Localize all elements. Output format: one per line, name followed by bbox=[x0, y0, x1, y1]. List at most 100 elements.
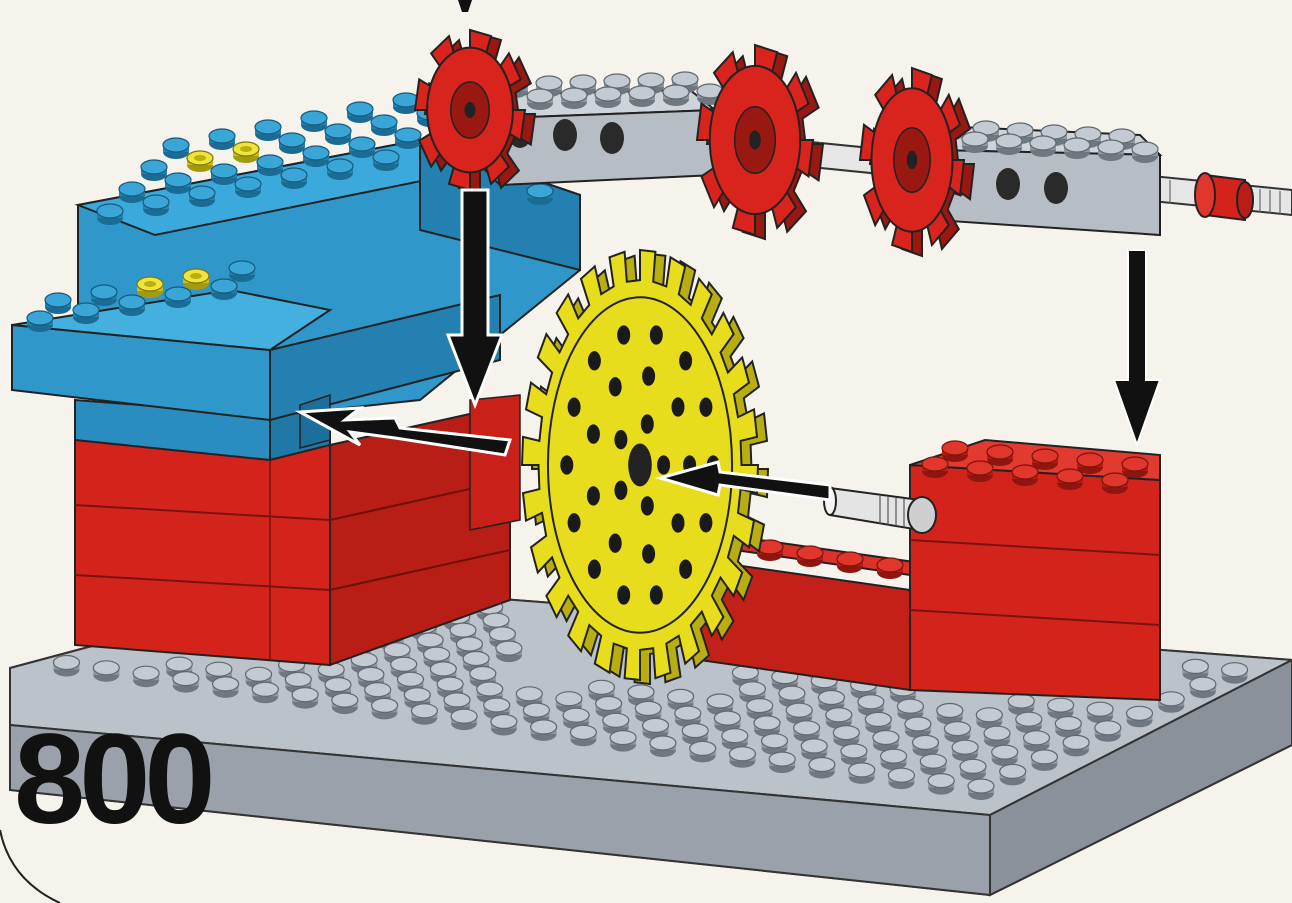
baseplate-stud bbox=[913, 735, 939, 756]
gear-axle-hole bbox=[907, 151, 917, 169]
baseplate-stud bbox=[881, 749, 907, 770]
baseplate-stud bbox=[610, 731, 636, 752]
gear-axle-hole bbox=[749, 131, 761, 150]
blue-stud bbox=[189, 186, 215, 207]
red-stud bbox=[1057, 469, 1083, 490]
red-stud bbox=[1102, 473, 1128, 494]
baseplate-stud bbox=[133, 666, 159, 687]
beam-stud bbox=[1132, 142, 1158, 163]
red-stud bbox=[987, 445, 1013, 466]
red-stud bbox=[797, 546, 823, 567]
baseplate-stud bbox=[944, 722, 970, 743]
beam-stud bbox=[527, 89, 553, 110]
baseplate-stud bbox=[531, 720, 557, 741]
gear-hole bbox=[657, 455, 670, 474]
beam-stud bbox=[1098, 140, 1124, 161]
baseplate-stud bbox=[1222, 663, 1248, 684]
baseplate-stud bbox=[849, 763, 875, 784]
yellow-stud bbox=[233, 142, 259, 163]
gear-hole bbox=[560, 455, 573, 474]
beam-stud bbox=[1030, 136, 1056, 157]
blue-stud bbox=[395, 128, 421, 149]
gear-hole bbox=[617, 325, 630, 344]
blue-stud bbox=[371, 115, 397, 136]
blue-stud bbox=[303, 146, 329, 167]
baseplate-stud bbox=[213, 677, 239, 698]
baseplate-stud bbox=[173, 672, 199, 693]
gear-hole bbox=[642, 544, 655, 563]
blue-stud bbox=[97, 204, 123, 225]
baseplate-stud bbox=[1024, 731, 1050, 752]
baseplate-stud bbox=[952, 740, 978, 761]
baseplate-stud bbox=[1158, 692, 1184, 713]
gear-hole bbox=[699, 513, 712, 532]
beam-stud bbox=[561, 88, 587, 109]
baseplate-stud bbox=[1055, 717, 1081, 738]
baseplate-stud bbox=[1016, 712, 1042, 733]
baseplate-stud bbox=[888, 768, 914, 789]
gear-hole bbox=[679, 560, 692, 579]
blue-stud bbox=[229, 261, 255, 282]
red-stud bbox=[877, 558, 903, 579]
arrow-down-right bbox=[1114, 250, 1160, 445]
gear-hole bbox=[679, 351, 692, 370]
blue-stud bbox=[327, 159, 353, 180]
red-stud bbox=[1077, 453, 1103, 474]
red-stud bbox=[1012, 465, 1038, 486]
red-stud bbox=[967, 461, 993, 482]
baseplate-stud bbox=[332, 693, 358, 714]
baseplate-stud bbox=[960, 759, 986, 780]
baseplate-stud bbox=[292, 688, 318, 709]
gear-hole bbox=[568, 398, 581, 417]
blue-stud bbox=[143, 195, 169, 216]
baseplate-stud bbox=[992, 745, 1018, 766]
baseplate-stud bbox=[93, 661, 119, 682]
baseplate-stud bbox=[1127, 706, 1153, 727]
beam-stud bbox=[663, 85, 689, 106]
blue-stud bbox=[165, 287, 191, 308]
blue-stud bbox=[27, 311, 53, 332]
baseplate-stud bbox=[984, 726, 1010, 747]
baseplate-stud bbox=[650, 736, 676, 757]
blue-stud bbox=[527, 184, 553, 205]
gear-hole bbox=[588, 560, 601, 579]
blue-stud bbox=[119, 182, 145, 203]
gear-hole bbox=[588, 351, 601, 370]
blue-stud bbox=[281, 168, 307, 189]
blue-stud bbox=[211, 279, 237, 300]
blue-stud bbox=[119, 295, 145, 316]
baseplate-stud bbox=[769, 752, 795, 773]
blue-stud bbox=[45, 293, 71, 314]
beam-stud bbox=[996, 134, 1022, 155]
yellow-stud bbox=[183, 269, 209, 290]
yellow-stud bbox=[187, 151, 213, 172]
baseplate-stud bbox=[1000, 764, 1026, 785]
red-stud bbox=[942, 441, 968, 462]
blue-stud bbox=[325, 124, 351, 145]
baseplate-stud bbox=[54, 656, 80, 677]
baseplate-stud bbox=[801, 739, 827, 760]
set-number: 800 bbox=[14, 716, 210, 844]
gear-hole bbox=[650, 325, 663, 344]
red-stud bbox=[1122, 457, 1148, 478]
gear-hole bbox=[568, 513, 581, 532]
beam-stud bbox=[962, 132, 988, 153]
gear-axle-hole bbox=[465, 102, 476, 118]
gear-axle-hole bbox=[628, 444, 652, 487]
blue-stud bbox=[257, 155, 283, 176]
baseplate-stud bbox=[841, 744, 867, 765]
baseplate-stud bbox=[451, 709, 477, 730]
blue-stud bbox=[301, 111, 327, 132]
yellow-stud bbox=[137, 277, 163, 298]
blue-stud bbox=[373, 150, 399, 171]
gear-hole bbox=[617, 585, 630, 604]
blue-stud bbox=[165, 173, 191, 194]
blue-stud bbox=[347, 102, 373, 123]
baseplate-stud bbox=[411, 704, 437, 725]
arrow-top-tip bbox=[458, 0, 472, 12]
baseplate-stud bbox=[252, 682, 278, 703]
baseplate-stud bbox=[372, 698, 398, 719]
gear-hole bbox=[587, 486, 600, 505]
baseplate-stud bbox=[496, 641, 522, 662]
gear-hole bbox=[642, 366, 655, 385]
